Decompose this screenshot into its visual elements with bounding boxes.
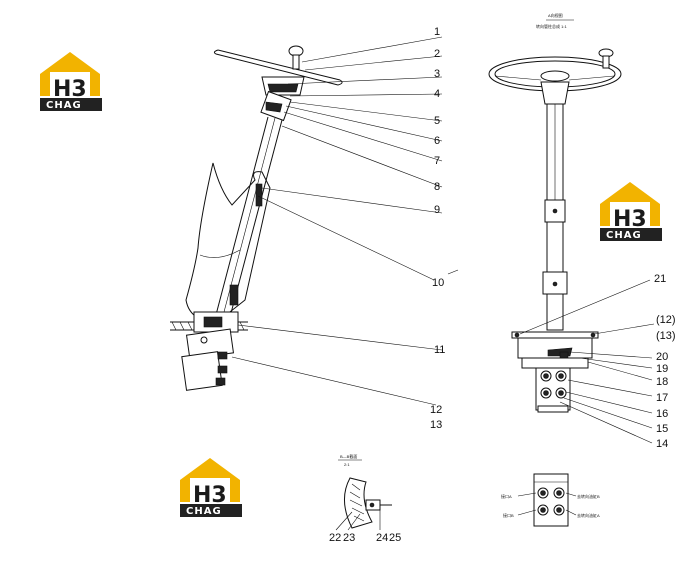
logo-bottom: H3 CHAG	[180, 458, 242, 517]
callout-7: 7	[434, 155, 440, 167]
logo-mark: H3	[53, 77, 87, 102]
callout-6: 6	[434, 135, 440, 147]
callout-18: 18	[656, 376, 668, 388]
callout-20: 20	[656, 351, 668, 363]
callout-12: 12	[430, 404, 442, 416]
detail-scale: 2:1	[344, 462, 350, 467]
callout-19: 19	[656, 363, 668, 375]
callout-16: 16	[656, 408, 668, 420]
logo-right: H3 CHAG	[600, 182, 662, 241]
callout-4: 4	[434, 88, 440, 100]
port-a-cyl-label: 去转向油缸A	[577, 512, 600, 518]
detail-title: B—B截面	[340, 453, 357, 459]
callout-24: 24	[376, 532, 388, 544]
callout-21: 21	[654, 273, 666, 285]
port-view: 接口A 去转向油缸B 接口B 去转向油缸A	[501, 473, 600, 527]
callout-11: 11	[434, 344, 445, 356]
port-b-cyl-label: 去转向油缸B	[577, 493, 600, 499]
logo-mark: H3	[193, 483, 227, 508]
callout-2: 2	[434, 48, 440, 60]
callout-13: 13	[430, 419, 442, 431]
callout-23: 23	[343, 532, 355, 544]
front-leaders	[519, 279, 655, 444]
callout-14: 14	[656, 438, 668, 450]
logo-mark: H3	[613, 207, 647, 232]
callout-12-ref: (12)	[656, 314, 676, 326]
side-callouts: 1 2 3 4 5 6 7 8 9 10 11 12 13	[430, 26, 445, 431]
callout-5: 5	[434, 115, 440, 127]
callout-22: 22	[329, 532, 341, 544]
logo-top-left: H3 CHAG	[40, 52, 102, 111]
side-view	[170, 45, 343, 391]
callout-10: 10	[432, 277, 444, 289]
logo-text: CHAG	[46, 100, 82, 111]
callout-17: 17	[656, 392, 668, 404]
side-leaders	[231, 36, 459, 406]
callout-25: 25	[389, 532, 401, 544]
logo-text: CHAG	[186, 506, 222, 517]
section-detail: B—B截面 2:1 22 23 24 25	[329, 453, 401, 544]
front-view-title: A向视图	[548, 12, 563, 18]
front-view: A向视图 转向管柱总成 1:1	[488, 12, 622, 413]
callout-13-ref: (13)	[656, 330, 676, 342]
port-a-label: 接口A	[501, 493, 512, 499]
callout-15: 15	[656, 423, 668, 435]
callout-3: 3	[434, 68, 440, 80]
front-callouts: 21 (12) (13) 20 19 18 17 16 15 14	[654, 273, 676, 450]
logo-text: CHAG	[606, 230, 642, 241]
callout-1: 1	[434, 26, 440, 38]
callout-9: 9	[434, 204, 440, 216]
front-view-subtitle: 转向管柱总成 1:1	[536, 23, 567, 29]
callout-8: 8	[434, 181, 440, 193]
port-b-label: 接口B	[503, 512, 514, 518]
